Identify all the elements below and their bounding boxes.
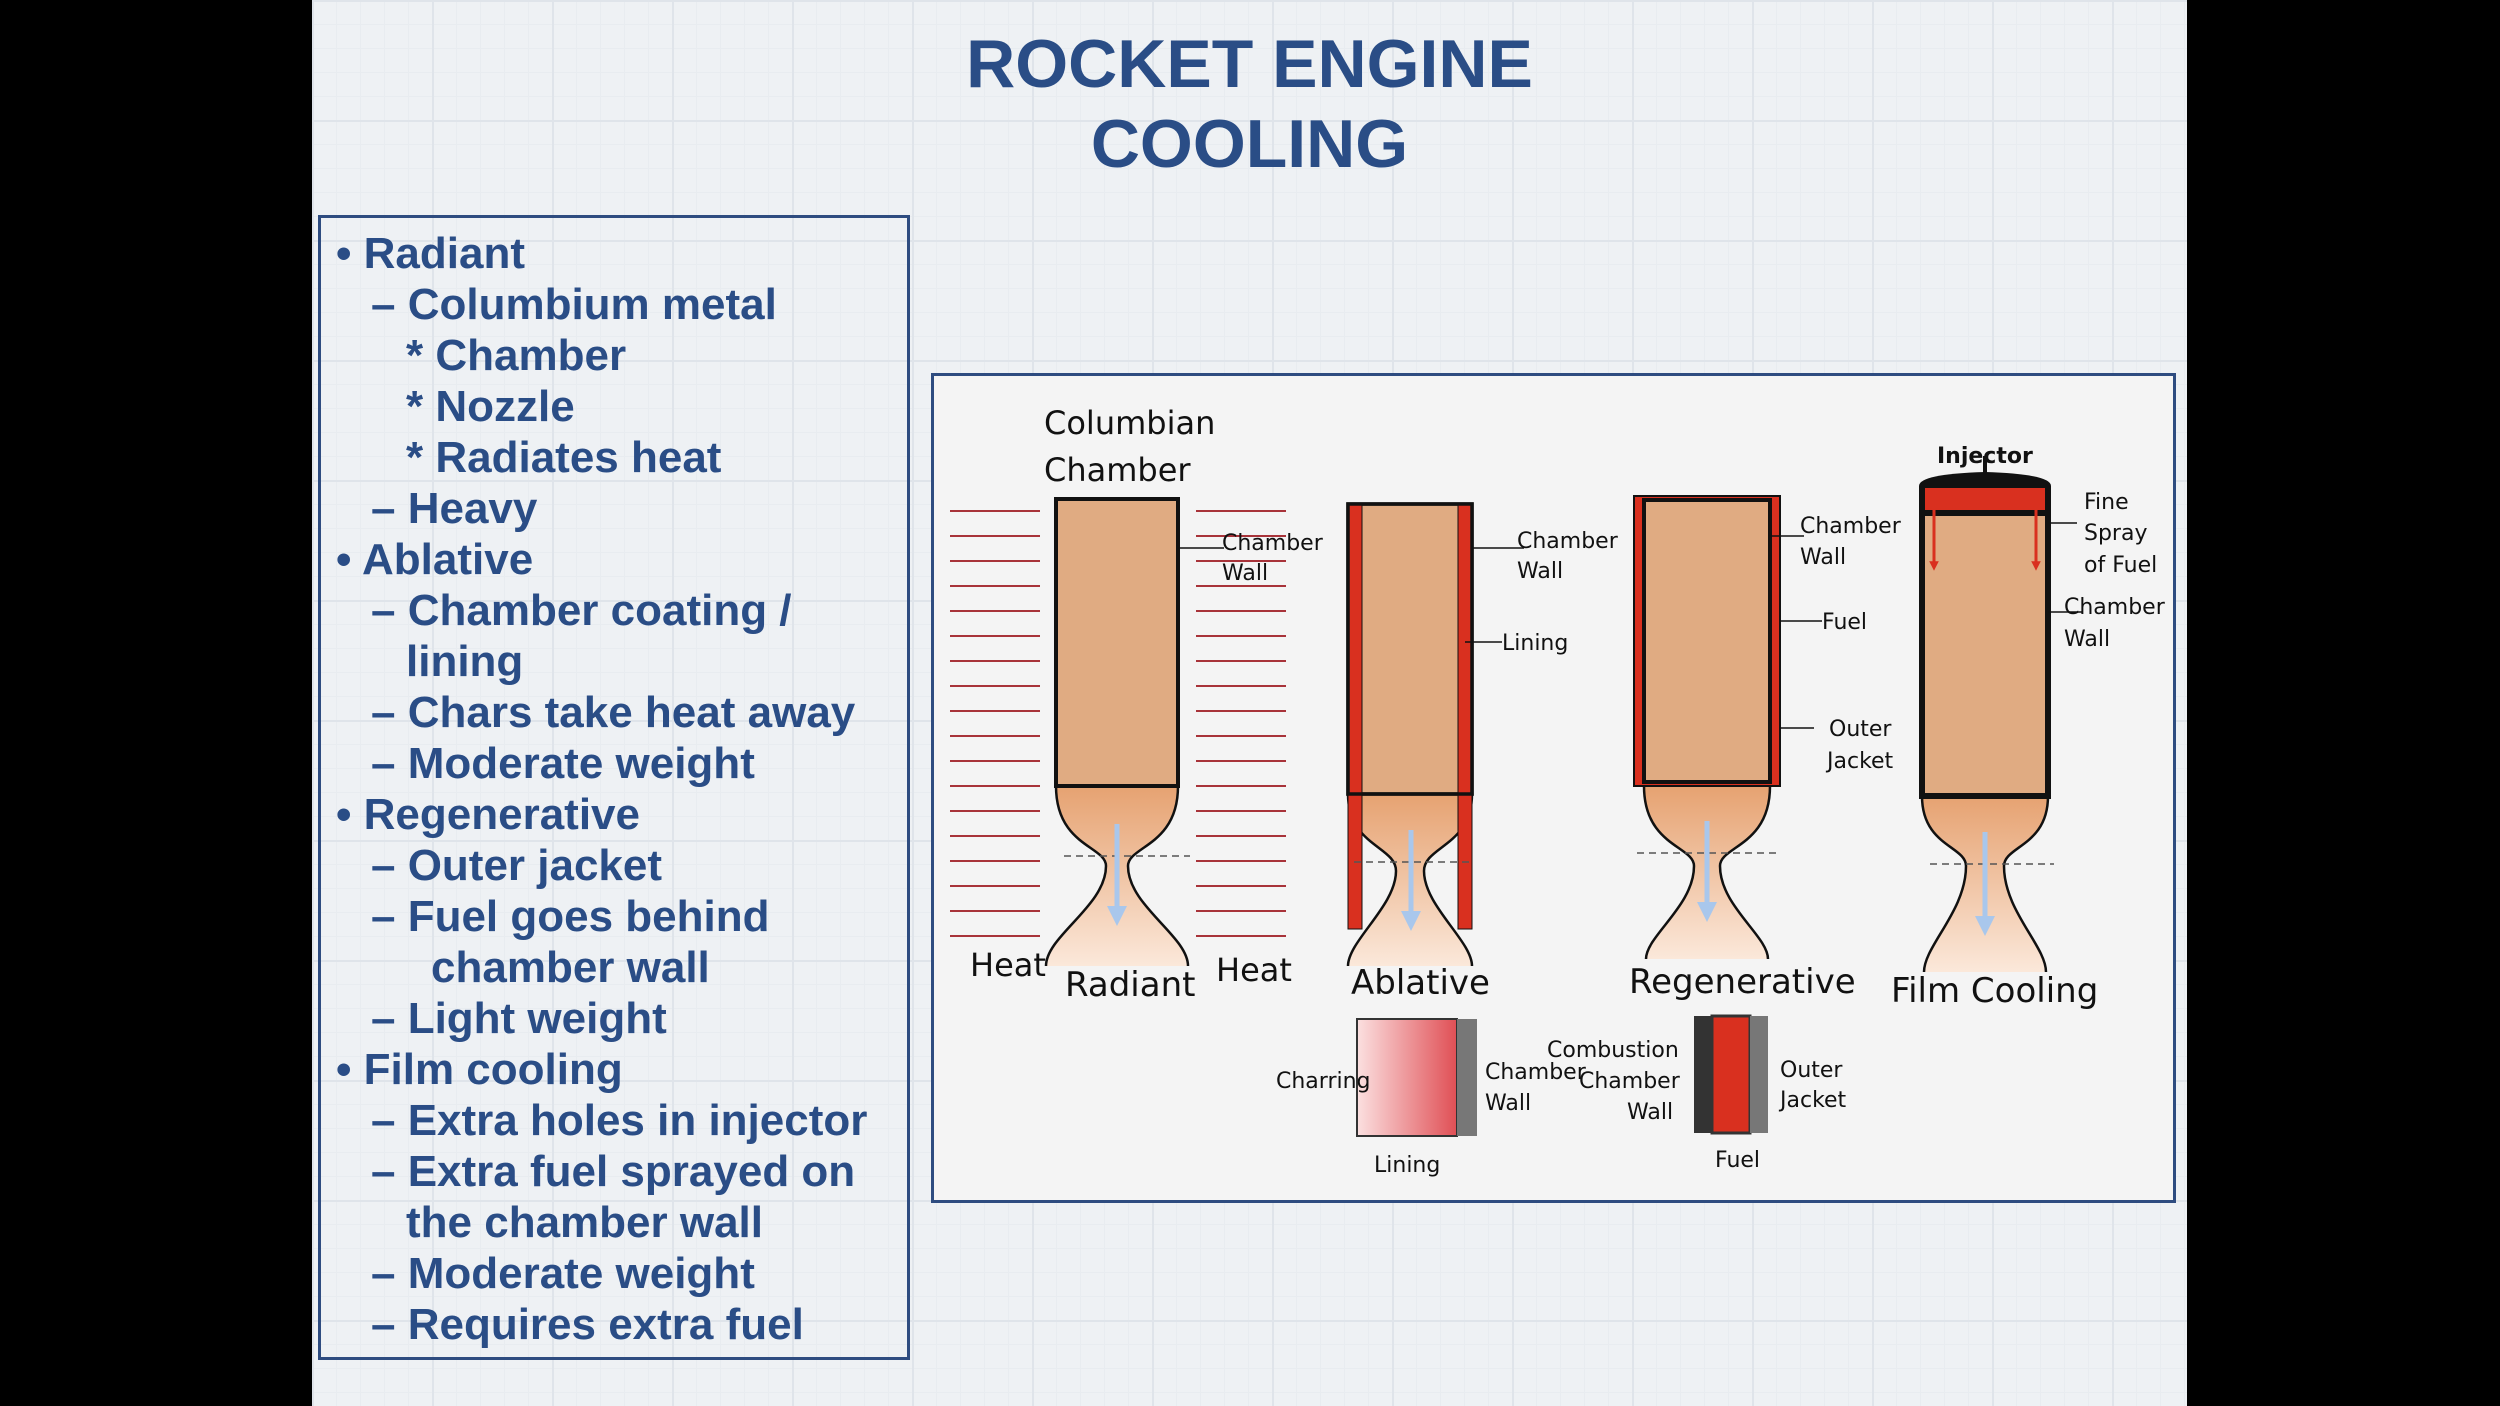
bullet-chars: – Chars take heat away <box>371 688 856 737</box>
radiant-chamber <box>1054 497 1180 788</box>
bullet-moderate-weight-2: – Moderate weight <box>371 1249 755 1298</box>
regenerative-detail-outer: Outer <box>1780 1058 1843 1083</box>
regenerative-chamber <box>1642 498 1772 784</box>
ablative-wall-label-1: Chamber <box>1517 529 1619 554</box>
bullet-light-weight: – Light weight <box>371 994 667 1043</box>
heat-label-right: Heat <box>1216 951 1292 989</box>
regenerative-fuel-label: Fuel <box>1822 610 1867 635</box>
bullet-moderate-weight-1: – Moderate weight <box>371 739 755 788</box>
ablative-detail-wall <box>1457 1019 1477 1136</box>
radiant-caption: Radiant <box>1065 965 1195 1005</box>
page-title: ROCKET ENGINE COOLING <box>312 24 2187 184</box>
bullet-ablative: • Ablative <box>336 535 534 584</box>
ablative-detail-charring: Charring <box>1276 1069 1371 1094</box>
regenerative-detail-fuel <box>1710 1014 1752 1135</box>
bullet-list-box: • Radiant – Columbium metal * Chamber * … <box>318 215 910 1360</box>
bullet-chamber-wall: chamber wall <box>431 943 710 992</box>
bullet-requires-fuel: – Requires extra fuel <box>371 1300 804 1349</box>
bullet-extra-holes: – Extra holes in injector <box>371 1096 868 1145</box>
regenerative-jacket-label-1: Outer <box>1829 717 1892 742</box>
radiant-engine: Columbian Chamber Chamber Wall Heat Heat… <box>950 404 1324 1005</box>
bullet-chamber: * Chamber <box>406 331 627 380</box>
title-line-1: ROCKET ENGINE <box>966 26 1533 102</box>
regenerative-detail-fuel-label: Fuel <box>1715 1148 1760 1173</box>
ablative-lining-left <box>1347 503 1363 930</box>
slide: ROCKET ENGINE COOLING • Radiant – Columb… <box>312 0 2187 1406</box>
ablative-detail-wall-2: Wall <box>1485 1091 1531 1116</box>
ablative-detail-lining <box>1356 1018 1458 1137</box>
film-wall-label-2: Wall <box>2064 627 2110 652</box>
bullet-heavy: – Heavy <box>371 484 538 533</box>
regenerative-detail-combustion: Combustion <box>1547 1038 1679 1063</box>
film-spray-label-2: Spray <box>2084 521 2147 546</box>
bullet-extra-fuel: – Extra fuel sprayed on <box>371 1147 856 1196</box>
bullet-the-chamber-wall: the chamber wall <box>406 1198 764 1247</box>
radiant-chamber-label-2: Chamber <box>1044 451 1191 489</box>
regenerative-engine: Chamber Wall Fuel Outer Jacket Regenerat… <box>1547 495 1902 1173</box>
cooling-diagram: Columbian Chamber Chamber Wall Heat Heat… <box>950 404 2166 1178</box>
ablative-caption: Ablative <box>1351 963 1490 1003</box>
bullet-nozzle: * Nozzle <box>406 382 575 431</box>
film-caption: Film Cooling <box>1891 971 2098 1011</box>
title-line-2: COOLING <box>1090 106 1409 182</box>
film-cooling-engine: Injector Fine Spray of Fuel Chamber Wall… <box>1891 444 2166 1011</box>
ablative-engine: Chamber Wall Lining Ablative Charring Ch… <box>1276 502 1619 1178</box>
heat-lines-left <box>950 510 1040 937</box>
film-spray-label-1: Fine <box>2084 490 2129 515</box>
regenerative-detail-jacket <box>1750 1016 1768 1133</box>
regenerative-detail-jacket-label: Jacket <box>1778 1088 1847 1113</box>
bullet-lining: lining <box>406 637 524 686</box>
film-chamber <box>1919 498 2051 799</box>
ablative-lining-label: Lining <box>1502 631 1568 656</box>
heat-lines-right <box>1196 510 1286 937</box>
diagram-panel: Columbian Chamber Chamber Wall Heat Heat… <box>931 373 2176 1203</box>
heat-label-left: Heat <box>970 946 1046 984</box>
bullet-columbium: – Columbium metal <box>371 280 777 329</box>
radiant-wall-label-2: Wall <box>1222 561 1268 586</box>
bullet-radiant: • Radiant <box>336 229 525 278</box>
bullet-chamber-coating: – Chamber coating / <box>371 586 792 635</box>
radiant-chamber-label-1: Columbian <box>1044 404 1215 442</box>
ablative-lining-right <box>1457 503 1473 930</box>
regenerative-detail-chamber: Chamber <box>1579 1069 1681 1094</box>
ablative-wall-label-2: Wall <box>1517 559 1563 584</box>
regenerative-detail-wall: Wall <box>1627 1100 1673 1125</box>
regenerative-detail-chamber-wall <box>1694 1016 1712 1133</box>
bullet-radiates-heat: * Radiates heat <box>406 433 722 482</box>
bullet-film-cooling: • Film cooling <box>336 1045 623 1094</box>
ablative-detail-wall-1: Chamber <box>1485 1060 1587 1085</box>
film-spray-label-3: of Fuel <box>2084 553 2157 578</box>
ablative-detail-lining-label: Lining <box>1374 1153 1440 1178</box>
film-injector-label: Injector <box>1937 444 2033 469</box>
bullet-fuel-behind: – Fuel goes behind <box>371 892 770 941</box>
regenerative-caption: Regenerative <box>1629 962 1856 1002</box>
film-wall-label-1: Chamber <box>2064 595 2166 620</box>
ablative-chamber <box>1346 502 1474 796</box>
radiant-wall-label-1: Chamber <box>1222 531 1324 556</box>
regenerative-wall-label-1: Chamber <box>1800 514 1902 539</box>
bullet-regenerative: • Regenerative <box>336 790 640 839</box>
bullet-outer-jacket: – Outer jacket <box>371 841 663 890</box>
regenerative-wall-label-2: Wall <box>1800 545 1846 570</box>
regenerative-jacket-label-2: Jacket <box>1825 749 1894 774</box>
